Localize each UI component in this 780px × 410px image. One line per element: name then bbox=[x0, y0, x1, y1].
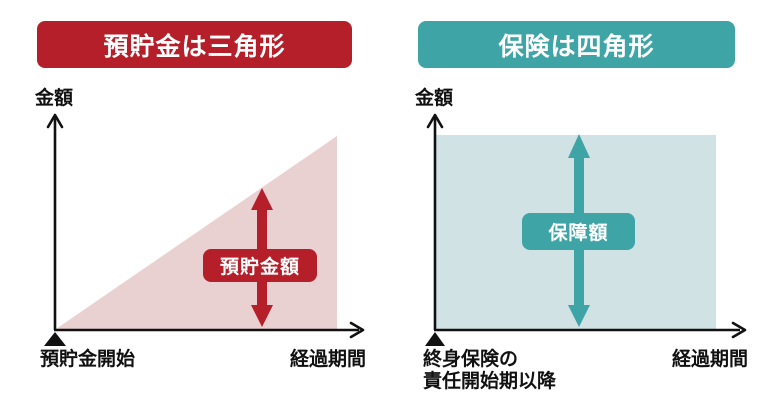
savings-y-axis-label: 金額 bbox=[35, 87, 74, 109]
savings-title-banner: 預貯金は三角形 bbox=[37, 21, 352, 68]
insurance-origin-marker-icon bbox=[425, 332, 445, 346]
coverage-amount-badge: 保障額 bbox=[522, 213, 635, 250]
insurance-panel: 保険は四角形 金額 保障額 終身保険の 責任開始期以降 経過期間 bbox=[390, 0, 780, 410]
savings-x-axis-arrow-icon bbox=[349, 321, 365, 339]
savings-x-end-label: 経過期間 bbox=[289, 348, 366, 370]
savings-origin-marker-icon bbox=[44, 332, 66, 346]
coverage-amount-arrow-down-icon bbox=[568, 305, 590, 327]
savings-amount-arrow-up-icon bbox=[251, 188, 273, 210]
savings-amount-arrow-down-icon bbox=[251, 305, 273, 327]
savings-triangle-shape bbox=[56, 136, 337, 329]
coverage-amount-arrow-up-icon bbox=[568, 134, 590, 158]
insurance-y-axis-label: 金額 bbox=[415, 87, 454, 109]
savings-panel: 預貯金は三角形 金額 預貯金額 預貯金開始 経過期間 bbox=[35, 21, 366, 370]
savings-amount-badge: 預貯金額 bbox=[203, 249, 317, 282]
coverage-amount-badge-label: 保障額 bbox=[548, 222, 609, 244]
savings-x-start-label: 預貯金開始 bbox=[40, 348, 136, 370]
savings-amount-badge-label: 預貯金額 bbox=[219, 256, 300, 278]
insurance-x-end-label: 経過期間 bbox=[671, 348, 748, 370]
insurance-title: 保険は四角形 bbox=[498, 31, 655, 61]
insurance-title-banner: 保険は四角形 bbox=[418, 21, 735, 68]
savings-y-axis-arrow-icon bbox=[46, 113, 64, 129]
insurance-x-start-label: 終身保険の 責任開始期以降 bbox=[423, 348, 557, 392]
savings-title: 預貯金は三角形 bbox=[103, 31, 286, 61]
insurance-x-axis-arrow-icon bbox=[731, 321, 747, 339]
insurance-y-axis-arrow-icon bbox=[426, 113, 444, 129]
